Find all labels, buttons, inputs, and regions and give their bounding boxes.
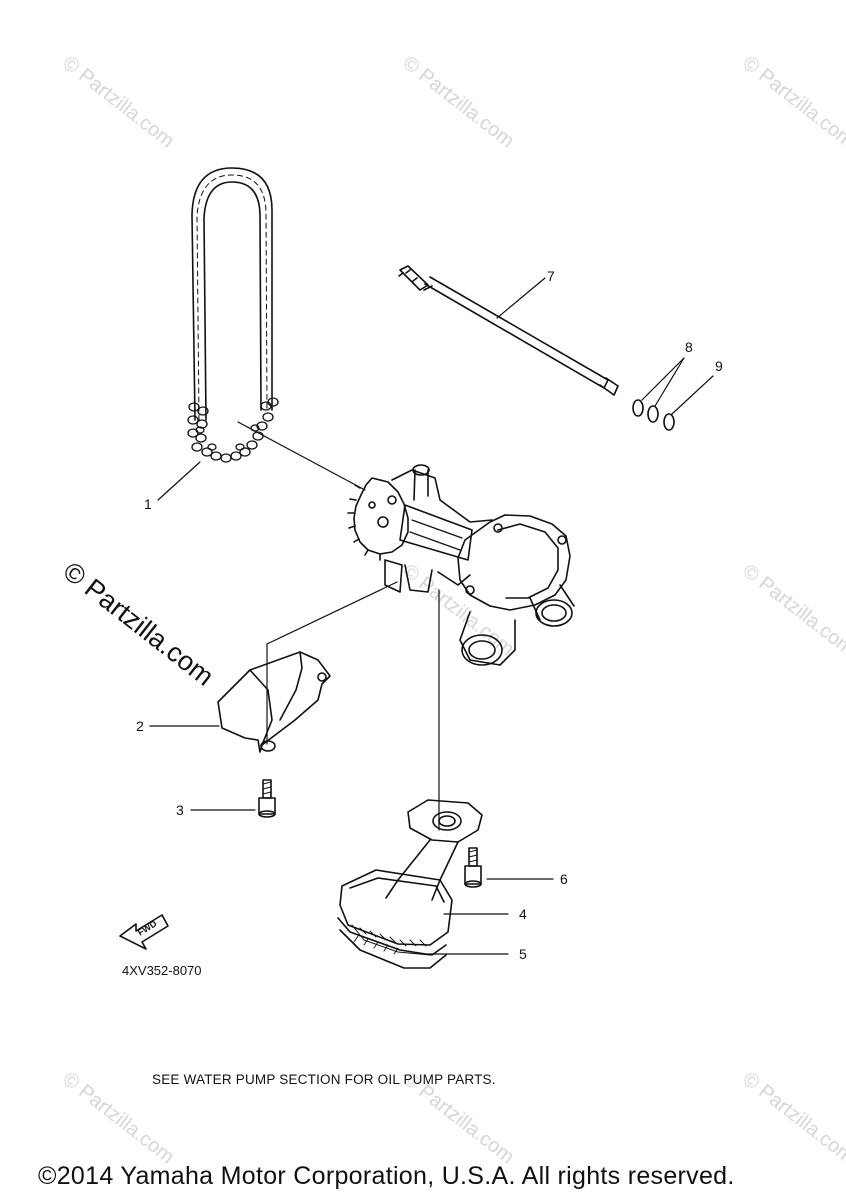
bolt-6 [464,847,482,888]
fwd-arrow-label: FWD [136,918,159,938]
drive-chain [187,167,279,463]
pump-assembly [347,464,575,666]
callout-3: 3 [176,802,184,818]
callout-5: 5 [519,946,527,962]
diagram-code: 4XV352-8070 [122,963,202,978]
callout-1: 1 [144,496,152,512]
fwd-arrow-icon [119,914,169,950]
pump-shaft [398,265,619,396]
callout-4: 4 [519,906,527,922]
copyright-text: ©2014 Yamaha Motor Corporation, U.S.A. A… [38,1162,735,1190]
callout-7: 7 [547,268,555,284]
callout-9: 9 [715,358,723,374]
callout-6: 6 [560,871,568,887]
o-rings [632,399,675,431]
callout-8: 8 [685,339,693,355]
bolt-3 [258,779,276,818]
oil-pump-guide [217,651,331,753]
section-note: SEE WATER PUMP SECTION FOR OIL PUMP PART… [152,1072,496,1087]
chain-leader-line [237,421,366,491]
callout-2: 2 [136,718,144,734]
oil-strainer [337,799,483,969]
